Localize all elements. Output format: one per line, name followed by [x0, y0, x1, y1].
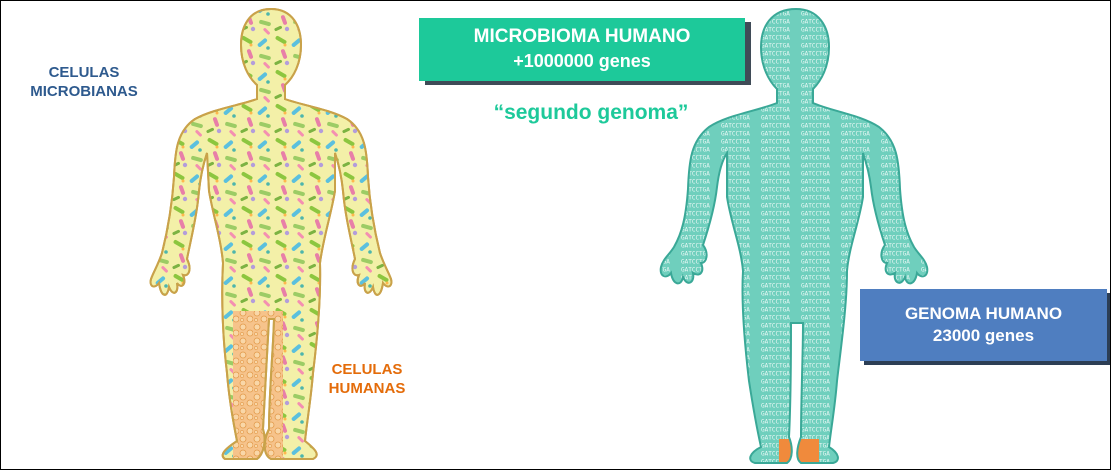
second-genome-label: “segundo genoma” [471, 100, 711, 126]
microbiome-title: MICROBIOMA HUMANO [419, 25, 745, 49]
human-cells-text: CELULAS HUMANAS [329, 361, 406, 397]
human-genome-box: GENOMA HUMANO 23000 genes [860, 289, 1107, 361]
human-cells-leg [233, 311, 283, 470]
microbiome-genes: +1000000 genes [419, 49, 745, 73]
human-genome-genes: 23000 genes [860, 325, 1107, 347]
microbial-cells-text: CELULAS MICROBIANAS [30, 64, 138, 100]
microbiome-box: MICROBIOMA HUMANO +1000000 genes [419, 18, 745, 81]
microbial-body [141, 1, 401, 470]
human-cells-label: CELULAS HUMANAS [307, 360, 427, 398]
microbial-cells-label: CELULAS MICROBIANAS [29, 63, 139, 101]
human-genome-title: GENOMA HUMANO [860, 303, 1107, 325]
